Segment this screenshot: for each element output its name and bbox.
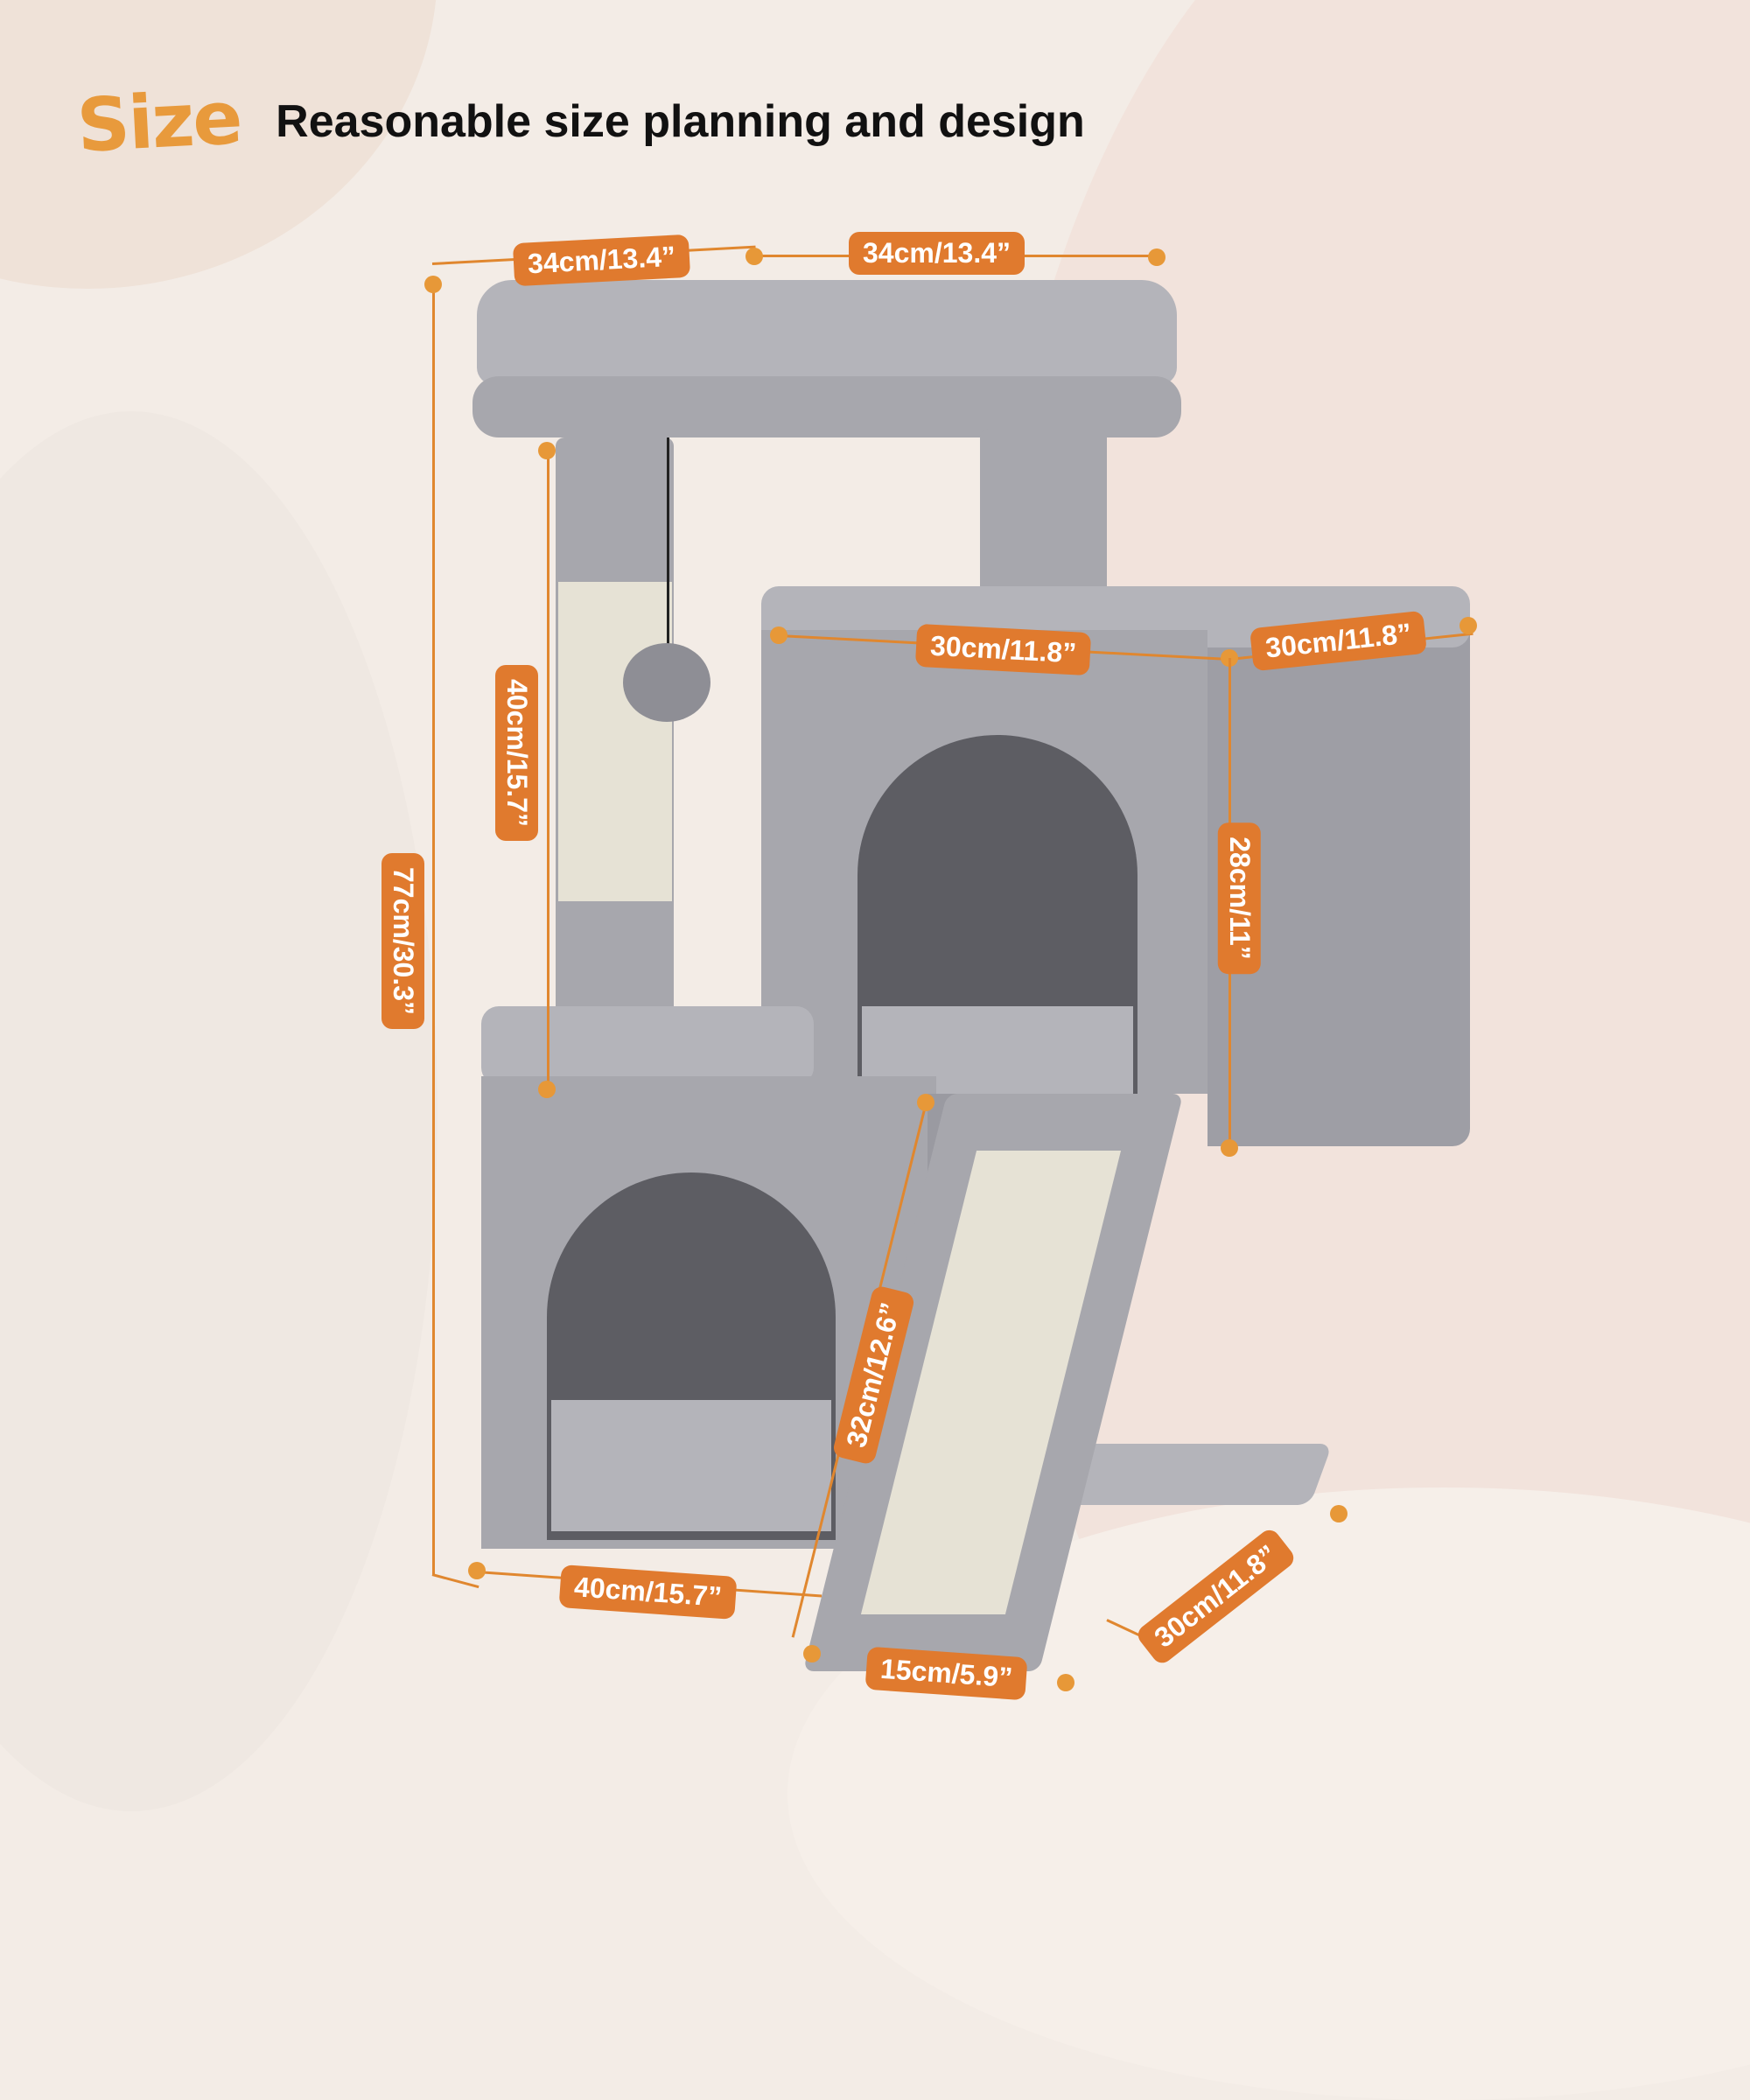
dim-dot bbox=[1330, 1505, 1348, 1522]
background-shape bbox=[0, 411, 438, 1811]
size-logo: Size bbox=[74, 74, 243, 169]
dim-dot bbox=[468, 1562, 486, 1579]
top-platform bbox=[477, 280, 1177, 385]
label-top-platform-depth: 34cm/13.4” bbox=[849, 232, 1026, 275]
header: Size Reasonable size planning and design bbox=[75, 74, 1085, 169]
label-post-height: 40cm/15.7” bbox=[495, 664, 539, 842]
label-top-platform-width: 34cm/13.4” bbox=[512, 234, 691, 287]
dim-dot bbox=[746, 248, 763, 265]
label-total-height: 77cm/30.3” bbox=[382, 852, 425, 1030]
top-platform-edge bbox=[472, 376, 1181, 438]
dim-dot bbox=[424, 276, 442, 293]
right-post bbox=[980, 429, 1107, 604]
sisal-wrap bbox=[558, 582, 672, 901]
dim-line bbox=[432, 280, 435, 1575]
page-title: Reasonable size planning and design bbox=[276, 96, 1085, 147]
dim-dot bbox=[1221, 1139, 1238, 1157]
label-condo-height: 28cm/11” bbox=[1217, 822, 1261, 974]
dim-dot bbox=[917, 1094, 934, 1111]
dim-dot bbox=[803, 1645, 821, 1662]
toy-string bbox=[667, 438, 669, 656]
dim-dot bbox=[538, 1081, 556, 1098]
dim-dot bbox=[770, 626, 788, 644]
dim-dot bbox=[1460, 617, 1477, 634]
label-condo-width: 30cm/11.8” bbox=[914, 623, 1092, 676]
dim-dot bbox=[538, 442, 556, 459]
label-base-width: 40cm/15.7” bbox=[558, 1564, 738, 1620]
lower-condo-floor bbox=[551, 1400, 831, 1531]
pompom-toy bbox=[623, 643, 710, 722]
dim-line bbox=[547, 451, 550, 1089]
lower-condo-top bbox=[481, 1006, 814, 1085]
dim-dot bbox=[1148, 248, 1166, 266]
dim-dot bbox=[1057, 1674, 1074, 1691]
